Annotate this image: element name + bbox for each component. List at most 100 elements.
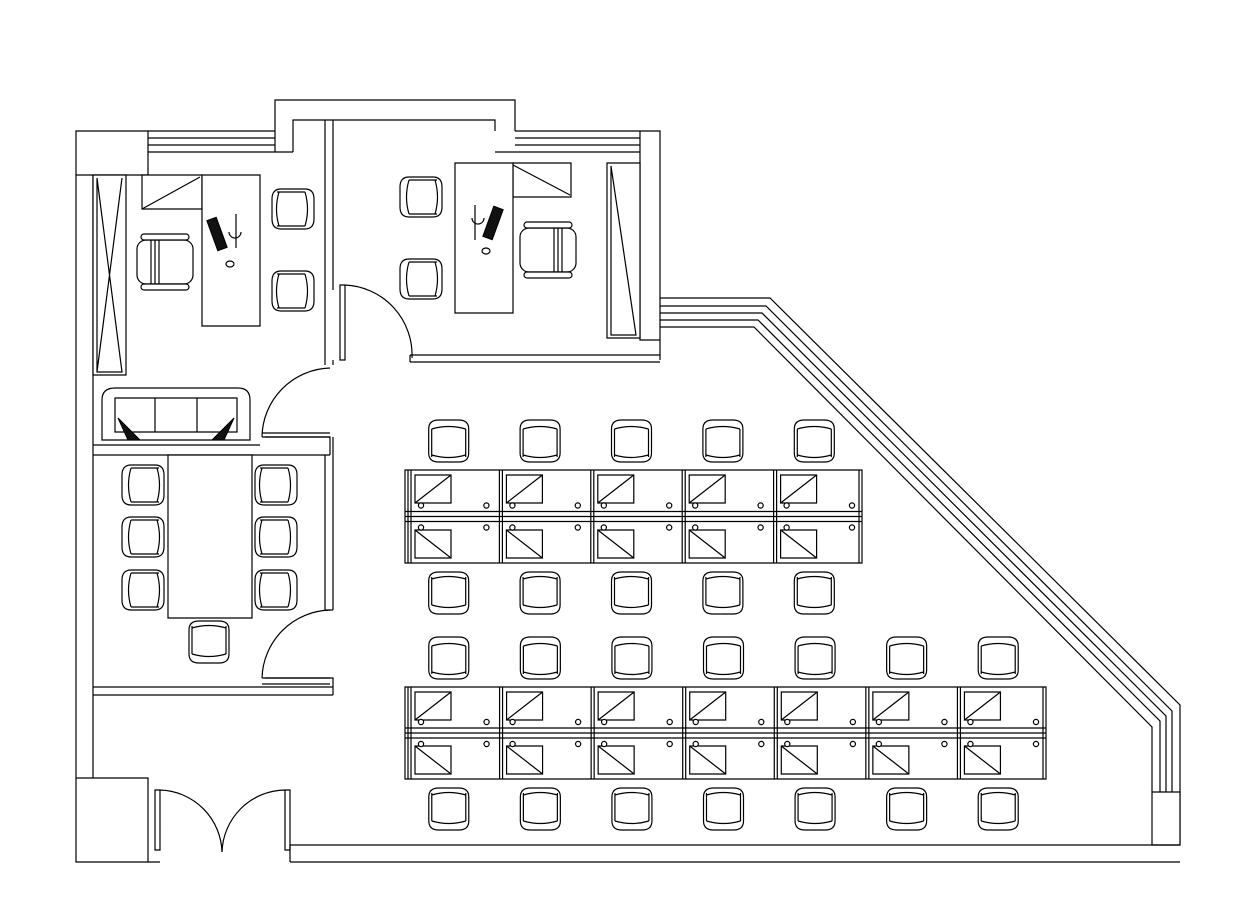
grommet [693, 503, 698, 508]
window-top-left [148, 131, 275, 152]
workstation-chair [794, 572, 834, 614]
meeting-chair [255, 570, 297, 610]
grommet [785, 719, 790, 724]
office-chair [137, 234, 193, 290]
grommet [510, 719, 515, 724]
office-2 [455, 163, 640, 338]
workstation-chair [429, 788, 469, 830]
grommet [667, 525, 672, 530]
grommet [849, 525, 854, 530]
cabinet-detail [97, 178, 122, 372]
workstation-chair [612, 572, 652, 614]
workstation-row [405, 687, 1046, 779]
workstation [774, 687, 855, 779]
workstation-chair [520, 637, 560, 679]
meeting-chair [255, 465, 297, 505]
grommet [667, 719, 672, 724]
workstation-chair [794, 420, 834, 462]
workstation [591, 687, 672, 779]
office-chair [520, 222, 576, 278]
meeting-chair [189, 621, 229, 663]
grommet [876, 741, 881, 746]
workstation [500, 687, 581, 779]
workstation-chair [612, 637, 652, 679]
workstation [408, 687, 489, 779]
workstation-chair [429, 572, 469, 614]
office-1-door [262, 368, 330, 437]
grommet [484, 525, 489, 530]
workstation [774, 470, 855, 563]
side-table-detail [513, 165, 570, 195]
office-2-bottom-wall [410, 355, 660, 362]
grommet [968, 741, 973, 746]
column-bottom-left [76, 778, 148, 862]
grommet [784, 503, 789, 508]
workstation-chair [704, 637, 744, 679]
grommet [601, 503, 606, 508]
grommet [601, 525, 606, 530]
grommet [876, 719, 881, 724]
office-1 [93, 175, 260, 375]
workstation-chair [429, 420, 469, 462]
wall-bump [275, 100, 515, 152]
grommet [510, 503, 515, 508]
workstation-chair [795, 637, 835, 679]
workstation-chair [520, 572, 560, 614]
grommet [849, 503, 854, 508]
sofa [102, 388, 250, 440]
workstation [499, 470, 580, 563]
grommet [602, 719, 607, 724]
grommet [850, 719, 855, 724]
grommet [418, 719, 423, 724]
office-partition [325, 120, 333, 365]
workstation-chair [978, 637, 1018, 679]
window-top-right [515, 131, 640, 152]
grommet [758, 525, 763, 530]
grommet [484, 741, 489, 746]
desk [455, 163, 513, 313]
furniture [122, 177, 1046, 830]
workstation-chair [795, 788, 835, 830]
grommet [693, 719, 698, 724]
grommet [484, 503, 489, 508]
computer-icon [207, 214, 241, 267]
workstation-chair [887, 637, 927, 679]
workstation-chair [429, 637, 469, 679]
guest-chair [400, 177, 442, 217]
grommet [418, 741, 423, 746]
workstation-chair [520, 788, 560, 830]
grommet [667, 741, 672, 746]
workstation [591, 470, 672, 563]
meeting-chair [122, 570, 164, 610]
left-wall [76, 175, 93, 778]
meeting-chair [255, 517, 297, 557]
meeting-room-bottom-wall [93, 678, 333, 695]
workstation-chair [520, 420, 560, 462]
column-top-left [76, 131, 148, 175]
grommet [602, 741, 607, 746]
workstation [683, 687, 764, 779]
grommet [575, 525, 580, 530]
workstation-chair [978, 788, 1018, 830]
guest-chair [272, 189, 314, 229]
grommet [968, 719, 973, 724]
workstation-chair [704, 788, 744, 830]
grommet [576, 741, 581, 746]
workstation-chair [703, 572, 743, 614]
grommet [942, 741, 947, 746]
workstation-row [405, 470, 862, 563]
workstation [408, 470, 489, 563]
grommet [785, 741, 790, 746]
bottom-wall [148, 845, 1180, 862]
exterior-walls [76, 100, 1180, 862]
diagonal-window [660, 298, 1180, 845]
grommet [576, 719, 581, 724]
right-wall-office [640, 131, 660, 360]
grommet [667, 503, 672, 508]
grommet [1033, 741, 1038, 746]
meeting-chair [122, 465, 164, 505]
grommet [418, 525, 423, 530]
grommet [693, 525, 698, 530]
guest-chair [272, 271, 314, 311]
workstation [866, 687, 947, 779]
